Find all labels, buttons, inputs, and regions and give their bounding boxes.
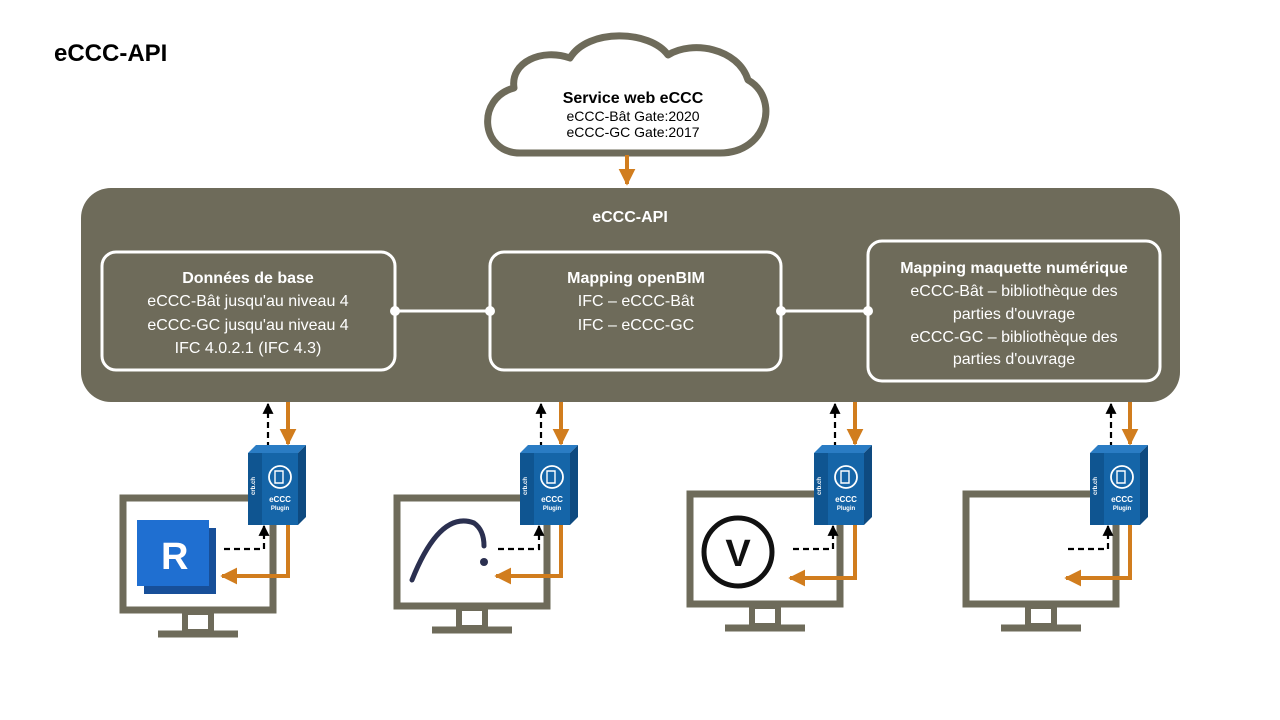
- box-1-title: Données de base: [182, 270, 314, 287]
- revit-logo-icon: R: [137, 520, 216, 594]
- plugin-name: eCCC: [269, 495, 291, 504]
- dashed-up-arrow-lower: [224, 524, 270, 551]
- cloud-line-1: eCCC-Bât Gate:2020: [566, 108, 699, 124]
- plugin-top-label: crb.ch: [1093, 477, 1099, 495]
- box-3-title: Mapping maquette numérique: [900, 260, 1128, 277]
- eccc-plugin-box-icon: crb.ch eCCC Plugin: [814, 445, 872, 525]
- plugin-top-label: crb.ch: [817, 477, 823, 495]
- revit-letter: R: [161, 536, 188, 578]
- plugin-top-label: crb.ch: [251, 477, 257, 495]
- orange-return-arrow: [1064, 508, 1132, 587]
- eccc-plugin-box-icon: crb.ch eCCC Plugin: [248, 445, 306, 525]
- eccc-plugin-box-icon: crb.ch eCCC Plugin: [1090, 445, 1148, 525]
- dashed-up-arrow-lower: [793, 524, 839, 551]
- vectorworks-letter: V: [725, 533, 751, 575]
- monitor-icon: [393, 494, 551, 634]
- monitor-icon: [686, 490, 844, 632]
- box-2-line-1: IFC – eCCC-Bât: [578, 293, 695, 310]
- monitor-icon: [962, 490, 1120, 632]
- plugin-name: eCCC: [1111, 495, 1133, 504]
- plugin-sub: Plugin: [837, 506, 856, 512]
- api-title: eCCC-API: [592, 209, 668, 226]
- client-station-4: crb.ch eCCC Plugin: [962, 402, 1148, 632]
- box-1-line-1: eCCC-Bât jusqu'au niveau 4: [147, 293, 348, 310]
- plugin-sub: Plugin: [543, 506, 562, 512]
- slide-title: eCCC-API: [54, 40, 167, 67]
- client-station-1: R crb.ch eCCC Plugin: [119, 402, 306, 638]
- archicad-logo-icon: [409, 518, 488, 583]
- box-3-line-1: eCCC-Bât – bibliothèque des: [910, 283, 1117, 300]
- vectorworks-logo-icon: V: [701, 515, 775, 589]
- connector-dot: [390, 306, 400, 316]
- plugin-name: eCCC: [541, 495, 563, 504]
- box-3-line-2: parties d'ouvrage: [953, 306, 1075, 323]
- box-mapping-maquette: Mapping maquette numérique eCCC-Bât – bi…: [866, 239, 1162, 383]
- box-1-line-3: IFC 4.0.2.1 (IFC 4.3): [175, 340, 322, 357]
- cloud-title: Service web eCCC: [563, 90, 704, 107]
- box-2-title: Mapping openBIM: [567, 270, 705, 287]
- orange-return-arrow: [220, 508, 290, 585]
- dashed-up-arrow-lower: [498, 524, 545, 551]
- box-1-line-2: eCCC-GC jusqu'au niveau 4: [147, 317, 348, 334]
- plugin-sub: Plugin: [1113, 506, 1132, 512]
- box-3-line-3: eCCC-GC – bibliothèque des: [910, 329, 1117, 346]
- connector-dot: [863, 306, 873, 316]
- connector-dot: [776, 306, 786, 316]
- box-3-line-4: parties d'ouvrage: [953, 351, 1075, 368]
- eccc-plugin-box-icon: crb.ch eCCC Plugin: [520, 445, 578, 525]
- connector-dot: [485, 306, 495, 316]
- cloud-line-2: eCCC-GC Gate:2017: [566, 124, 699, 140]
- plugin-top-label: crb.ch: [523, 477, 529, 495]
- plugin-sub: Plugin: [271, 506, 290, 512]
- monitor-icon: [119, 494, 277, 638]
- client-station-2: crb.ch eCCC Plugin: [393, 402, 578, 634]
- plugin-name: eCCC: [835, 495, 857, 504]
- cloud-service-shape: Service web eCCC eCCC-Bât Gate:2020 eCCC…: [484, 32, 770, 157]
- orange-return-arrow: [788, 508, 857, 587]
- orange-return-arrow: [494, 508, 563, 585]
- box-2-line-2: IFC – eCCC-GC: [578, 317, 694, 334]
- client-station-3: V crb.ch eCCC Plugin: [686, 402, 872, 632]
- dashed-up-arrow-lower: [1068, 524, 1114, 551]
